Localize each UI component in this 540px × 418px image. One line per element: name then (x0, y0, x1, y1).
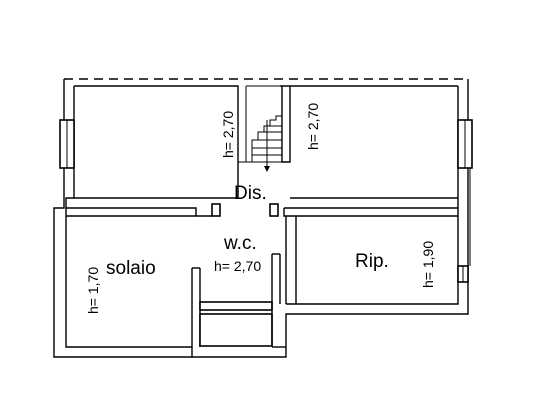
room-label-solaio: solaio (106, 258, 156, 279)
wall (281, 86, 291, 163)
outer-wall-right (192, 79, 469, 358)
wc-tub (199, 313, 273, 347)
stair-arrow-icon (264, 166, 270, 172)
room-height-wc: h= 2,70 (214, 258, 261, 274)
door-jamb (211, 203, 221, 217)
room-height-solaio: h= 1,70 (85, 267, 101, 314)
room-label-rip: Rip. (355, 251, 389, 272)
wall (238, 86, 247, 163)
room-label-dis: Dis. (234, 183, 267, 204)
staircase (246, 85, 290, 172)
corridor-walls (66, 203, 458, 217)
wc-fixture (199, 301, 273, 311)
room-height-upper-right: h= 2,70 (305, 103, 321, 150)
room-height-rip: h= 1,90 (420, 241, 436, 288)
wall (66, 207, 212, 217)
room-label-wc: w.c. (223, 233, 257, 254)
wall (74, 85, 239, 199)
door-jamb (269, 203, 279, 217)
wall (283, 208, 296, 217)
lower-walls (191, 216, 297, 357)
windows (59, 119, 473, 283)
room-height-upper-left: h= 2,70 (220, 111, 236, 158)
